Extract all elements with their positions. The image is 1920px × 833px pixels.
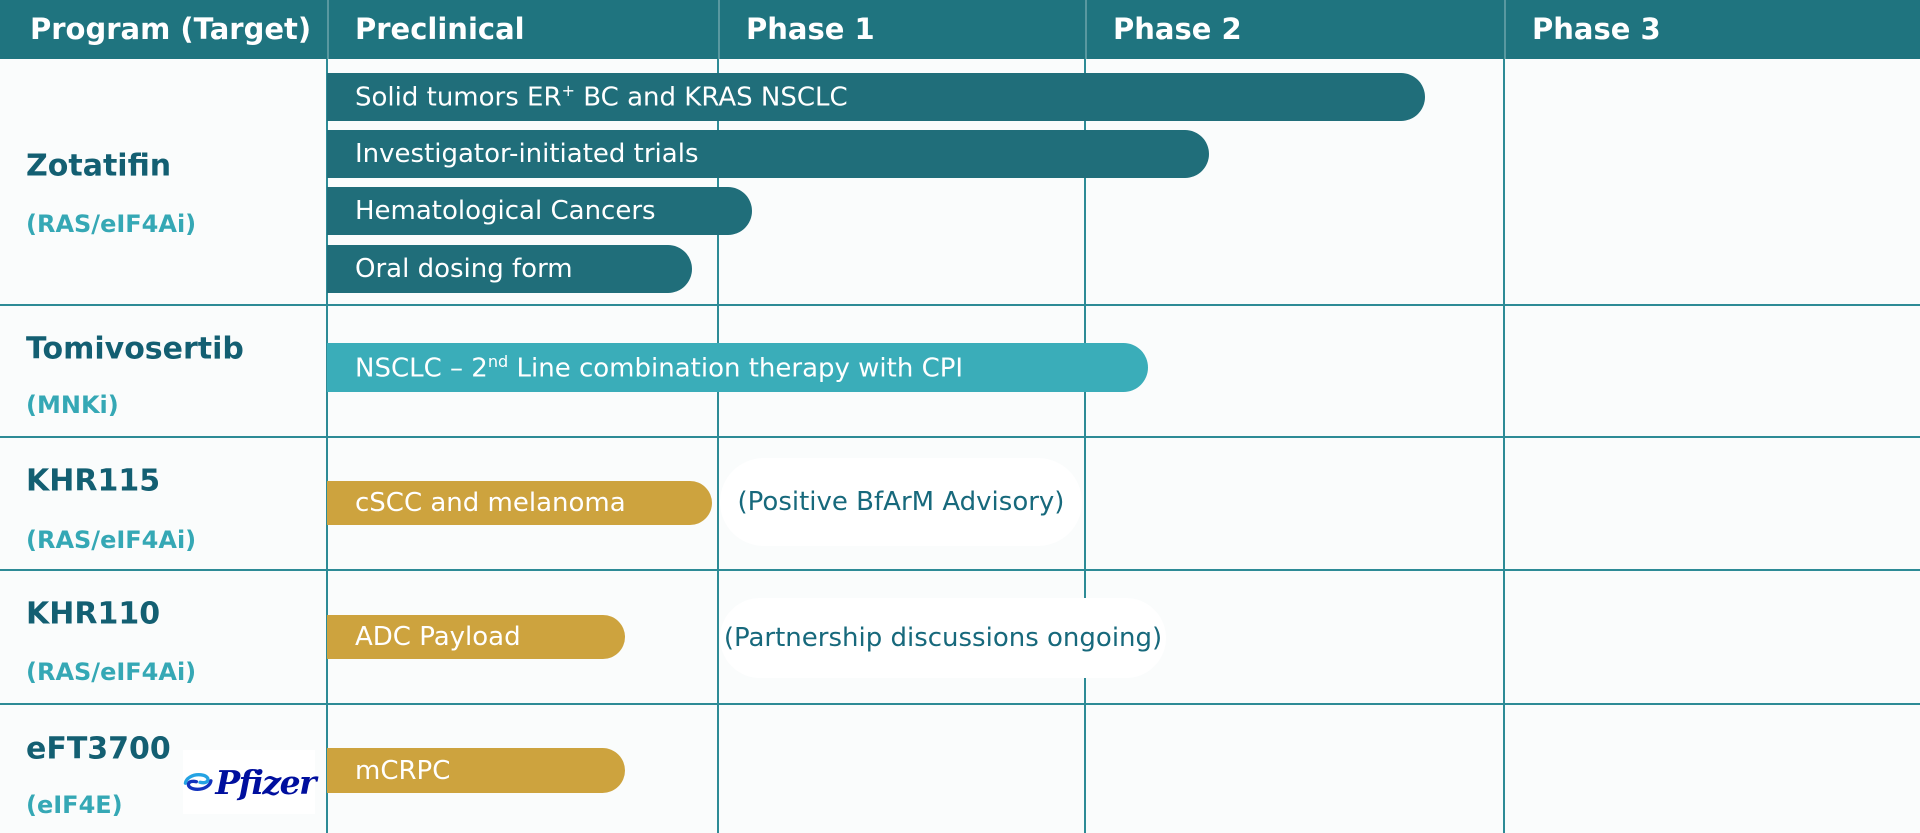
- program-name: eFT3700: [26, 731, 171, 767]
- column-header-program: Program (Target): [30, 12, 312, 46]
- program-name: Tomivosertib: [26, 331, 244, 367]
- program-target: (RAS/eIF4Ai): [26, 526, 197, 554]
- program-name: KHR110: [26, 596, 161, 632]
- bar-label: mCRPC: [355, 755, 451, 786]
- grid-vline-preclinical: [326, 59, 328, 833]
- table-header: Program (Target) Preclinical Phase 1 Pha…: [0, 0, 1920, 59]
- pipeline-bar: NSCLC – 2nd Line combination therapy wit…: [327, 343, 1148, 392]
- grid-vline-phase1: [717, 59, 719, 833]
- row-separator: [0, 304, 1920, 306]
- column-header-phase2: Phase 2: [1113, 12, 1242, 46]
- column-header-phase3: Phase 3: [1532, 12, 1661, 46]
- bar-label: Hematological Cancers: [355, 196, 656, 226]
- row-separator: [0, 703, 1920, 705]
- header-column-seam: [718, 0, 720, 59]
- bar-label: Investigator-initiated trials: [355, 139, 699, 169]
- pipeline-bar: mCRPC: [327, 748, 625, 793]
- annotation: (Partnership discussions ongoing): [720, 598, 1166, 678]
- pipeline-bar: Hematological Cancers: [327, 187, 752, 235]
- pipeline-bar: cSCC and melanoma: [327, 481, 712, 525]
- pipeline-bar: Solid tumors ER+ BC and KRAS NSCLC: [327, 73, 1425, 121]
- row-separator: [0, 569, 1920, 571]
- bar-label: Oral dosing form: [355, 254, 573, 284]
- column-header-phase1: Phase 1: [746, 12, 875, 46]
- row-separator: [0, 436, 1920, 438]
- program-name: KHR115: [26, 463, 161, 499]
- program-name: Zotatifin: [26, 148, 172, 184]
- bar-label: ADC Payload: [355, 622, 521, 652]
- pfizer-logo: Pfizer: [183, 750, 316, 814]
- header-column-seam: [1085, 0, 1087, 59]
- annotation: (Positive BfArM Advisory): [720, 458, 1082, 546]
- program-target: (MNKi): [26, 391, 119, 419]
- grid-vline-phase2: [1084, 59, 1086, 833]
- grid-vline-phase3: [1503, 59, 1505, 833]
- pipeline-bar: Investigator-initiated trials: [327, 130, 1209, 178]
- pfizer-wordmark: Pfizer: [215, 762, 316, 802]
- bar-label: Solid tumors ER+ BC and KRAS NSCLC: [355, 81, 848, 113]
- program-target: (RAS/eIF4Ai): [26, 210, 197, 238]
- pfizer-ribbon-icon: [183, 773, 213, 791]
- bar-label: cSCC and melanoma: [355, 488, 626, 518]
- pipeline-bar: Oral dosing form: [327, 245, 692, 293]
- pipeline-bar: ADC Payload: [327, 615, 625, 659]
- header-column-seam: [327, 0, 329, 59]
- column-header-preclinical: Preclinical: [355, 12, 525, 46]
- program-target: (RAS/eIF4Ai): [26, 658, 197, 686]
- header-column-seam: [1504, 0, 1506, 59]
- bar-label: NSCLC – 2nd Line combination therapy wit…: [355, 351, 964, 384]
- program-target: (eIF4E): [26, 791, 123, 819]
